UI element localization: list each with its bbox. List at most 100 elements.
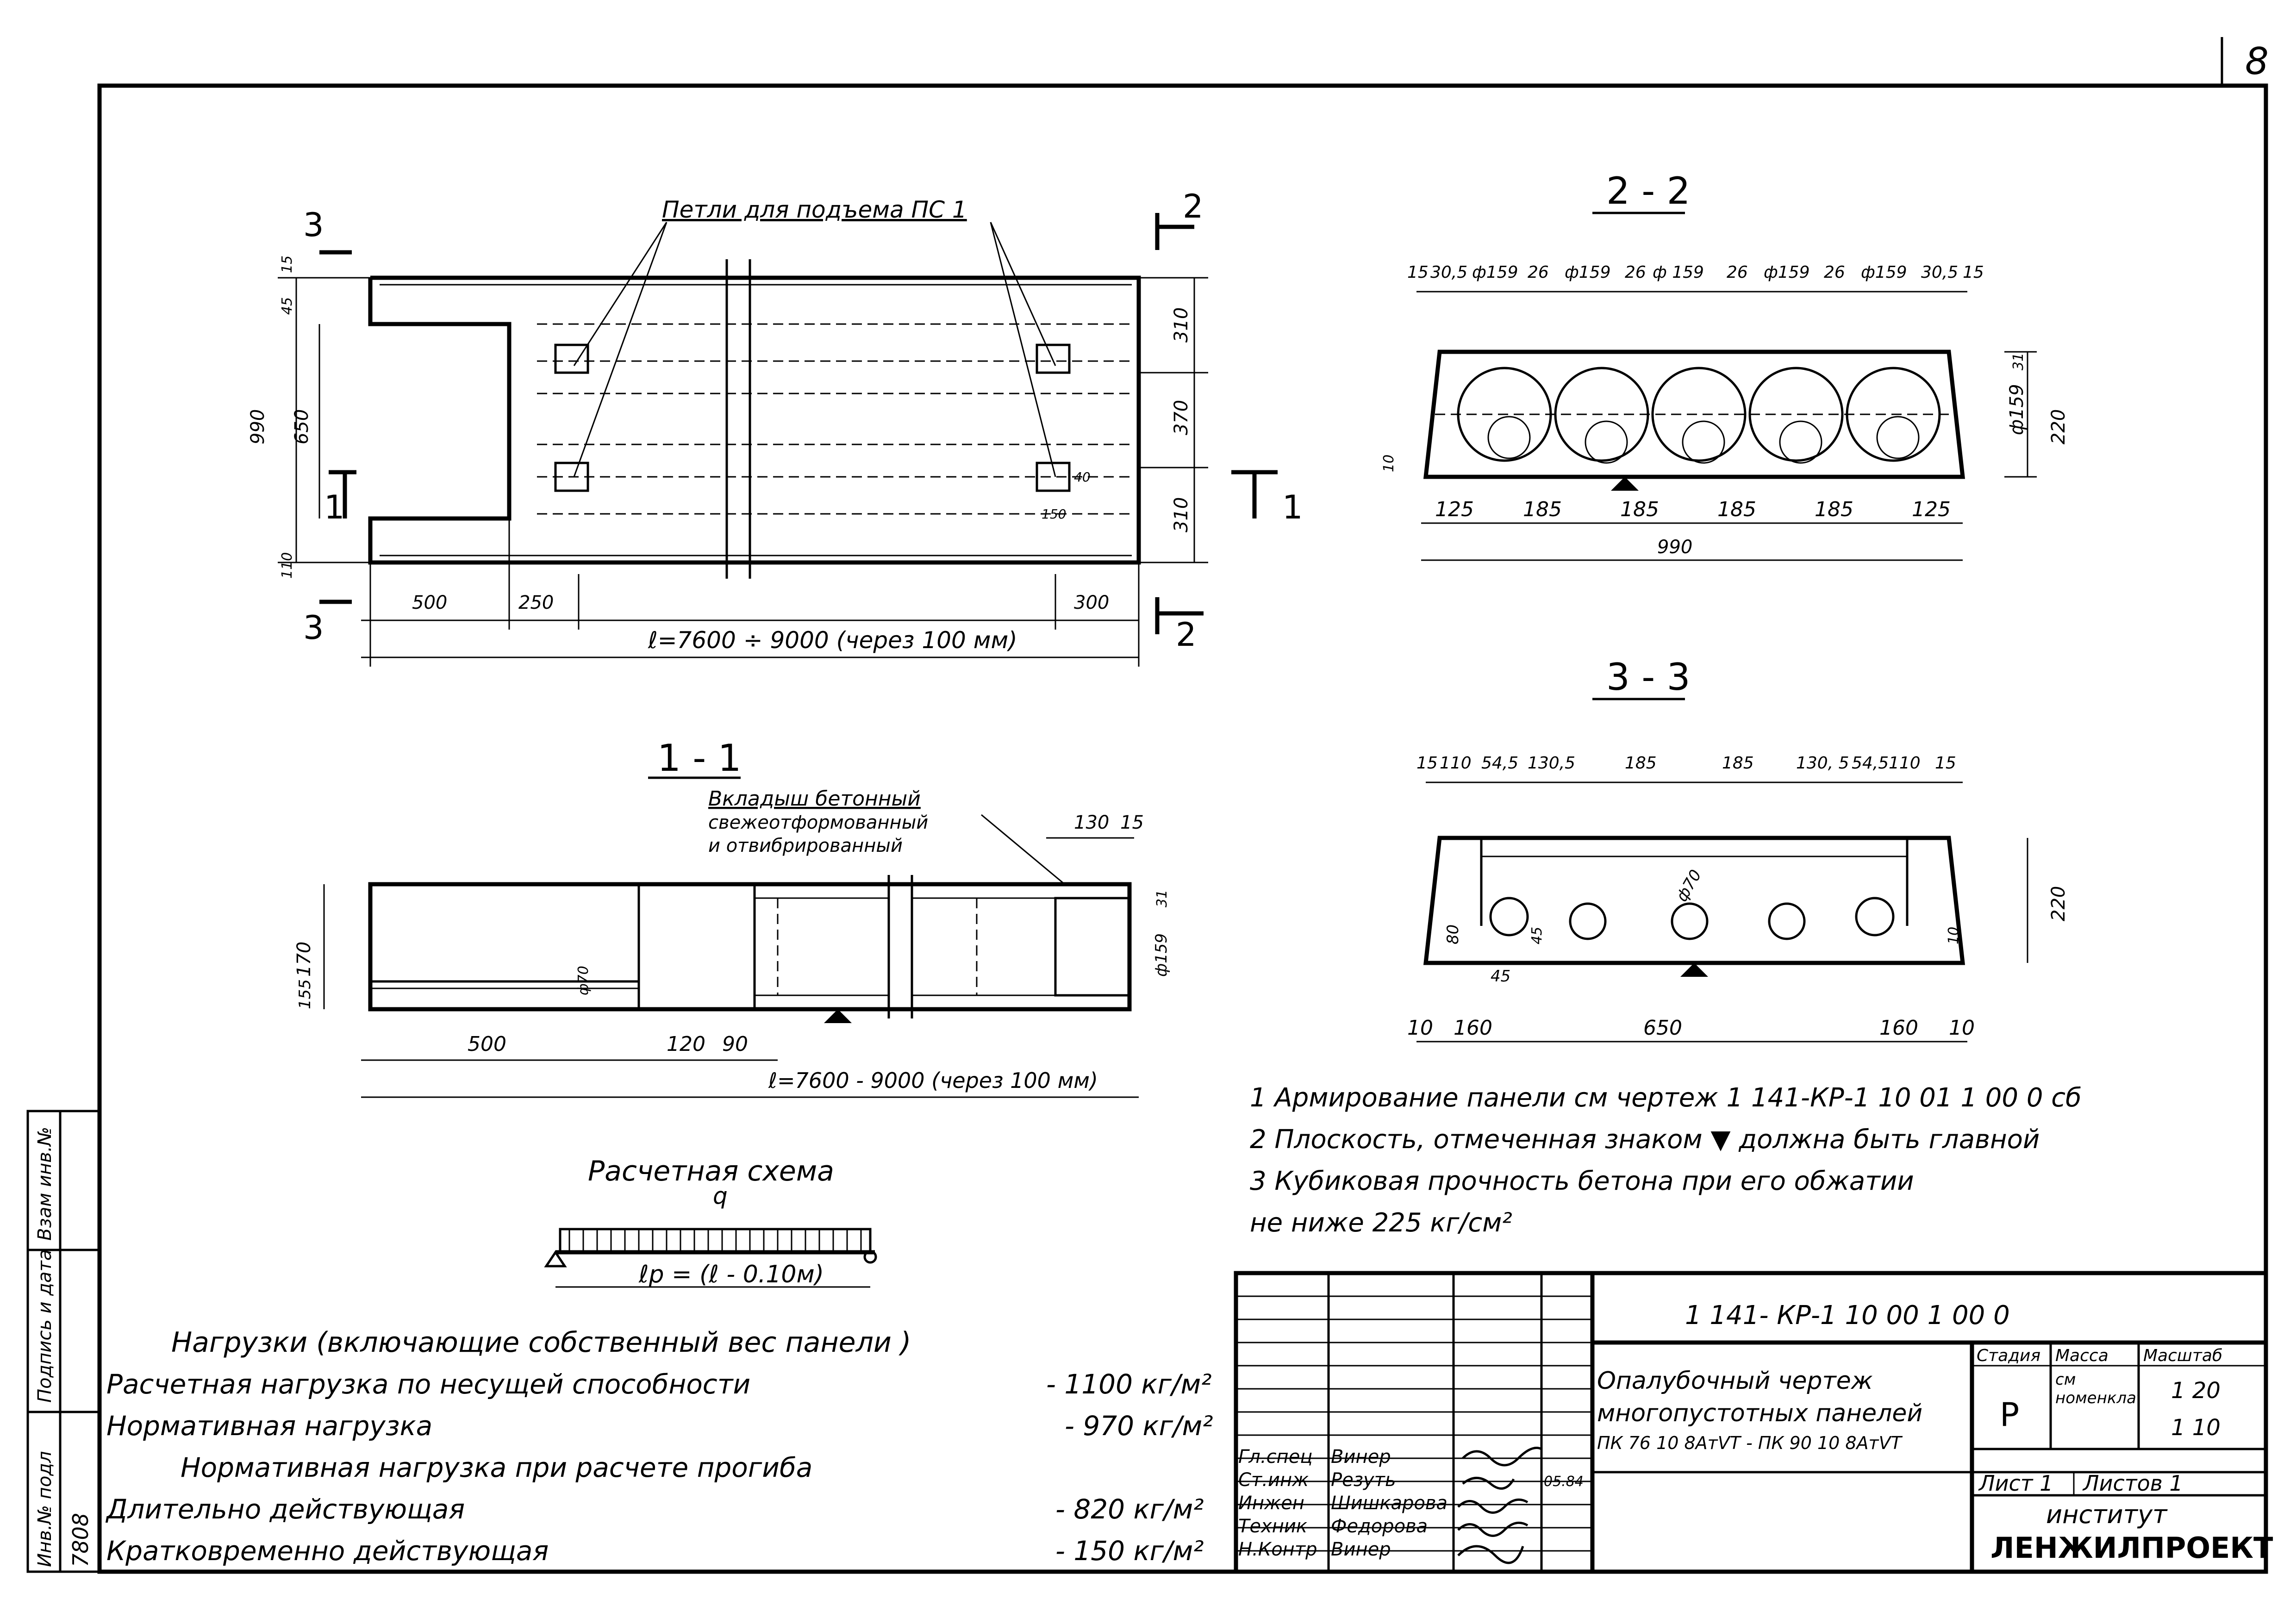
section22-dims-bottom: 125 185 185 185 185 125 xyxy=(1435,498,1951,521)
stamp-inv-orig: Инв.№ подл xyxy=(34,1451,56,1567)
plan-view: Петли для подъема ПС 1 990 650 15 45 1 xyxy=(247,187,1303,667)
section33-holes xyxy=(1489,897,1895,940)
load-row-label: Расчетная нагрузка по несущей способност… xyxy=(106,1368,750,1400)
section22-height: 220 xyxy=(2048,409,2069,444)
title-name-3: ПК 76 10 8АтVТ - ПК 90 10 8АтVТ xyxy=(1597,1433,1903,1453)
section22-voids xyxy=(1435,367,1953,464)
title-mass-head: Масса xyxy=(2055,1346,2109,1365)
staff-role: Ст.инж xyxy=(1238,1469,1309,1491)
title-mass: см номенклатуру xyxy=(2055,1370,2139,1407)
plan-dim-15: 15 xyxy=(279,256,295,273)
section22-d31: 31 xyxy=(2010,353,2027,370)
plan-panel-outline xyxy=(368,275,1141,565)
load-row-label: Кратковременно действующая xyxy=(106,1535,549,1567)
plan-loops-label: Петли для подъема ПС 1 xyxy=(662,196,967,223)
section11-length-label: ℓ=7600 - 9000 (через 100 мм) xyxy=(768,1068,1098,1093)
signature xyxy=(1462,1477,1515,1490)
staff-name: Резуть xyxy=(1331,1469,1396,1491)
signature xyxy=(1457,1521,1529,1537)
distributed-load xyxy=(559,1228,872,1254)
title-code: 1 141- КР-1 10 00 1 00 0 xyxy=(1685,1300,2010,1330)
plan-dim-250: 250 xyxy=(518,592,554,613)
note-3: 3 Кубиковая прочность бетона при его обж… xyxy=(1250,1166,1914,1196)
calc-scheme-span: ℓр = (ℓ - 0.10м) xyxy=(638,1261,824,1288)
plan-dim-310a: 310 xyxy=(1171,307,1192,343)
section33-d80: 80 xyxy=(1444,924,1462,944)
loads-table: Нагрузки (включающие собственный вес пан… xyxy=(105,1326,1213,1567)
section11-insert-2: свежеотформованный xyxy=(708,812,928,833)
main-plane-mark xyxy=(1680,963,1708,977)
title-sheets: Листов 1 xyxy=(2082,1471,2183,1496)
section33-dims-bottom: 10 160 650 160 10 xyxy=(1407,1016,1975,1040)
plan-dim-150: 150 xyxy=(1042,506,1066,522)
section22-outline xyxy=(1423,350,1965,479)
side-stamp: Взам инв.№ Подпись и дата Инв.№ подл 780… xyxy=(26,1110,101,1573)
notes: 1 Армирование панели см чертеж 1 141-КР-… xyxy=(1250,1083,2082,1238)
signature xyxy=(1457,1498,1529,1514)
sheet-corner-number: 8 xyxy=(2245,40,2269,83)
plan-dim-300: 300 xyxy=(1074,592,1109,613)
section22-title: 2 - 2 xyxy=(1606,169,1691,212)
section33-dia70: ф70 xyxy=(1672,867,1705,905)
main-plane-mark xyxy=(1611,477,1639,491)
plan-mark-1-left: 1 xyxy=(324,488,345,526)
section-1-1: 1 - 1 Вкладыш бетонный свежеотформованны… xyxy=(293,737,1171,1098)
end-plug xyxy=(1054,897,1131,997)
section33-height: 220 xyxy=(2048,886,2069,921)
section11-insert-1: Вкладыш бетонный xyxy=(708,787,921,811)
section11-title: 1 - 1 xyxy=(657,737,742,780)
title-scale-1: 1 20 xyxy=(2171,1378,2221,1404)
title-sheet: Лист 1 xyxy=(1978,1471,2053,1496)
load-row-value: - 150 кг/м² xyxy=(1055,1535,1204,1567)
section11-outline xyxy=(368,882,1132,1012)
section11-dim-31: 31 xyxy=(1154,890,1170,907)
section22-dims-top: 15 30,5 ф159 26 ф159 26 ф 159 26 ф159 26… xyxy=(1407,263,1984,282)
plan-dim-650: 650 xyxy=(291,409,312,444)
plan-mark-3-bottom: 3 xyxy=(303,609,324,647)
staff-name: Винер xyxy=(1331,1446,1391,1468)
stamp-inv-repl: Взам инв.№ xyxy=(34,1127,56,1241)
lifting-loop xyxy=(554,462,589,492)
section33-d45b: 45 xyxy=(1529,927,1545,944)
title-stage-head: Стадия xyxy=(1977,1346,2040,1365)
title-stage: Р xyxy=(2000,1396,2019,1434)
plan-mark-2-top: 2 xyxy=(1183,187,1204,225)
note-4: не ниже 225 кг/см² xyxy=(1250,1208,1512,1238)
signature xyxy=(1457,1545,1524,1564)
section11-dim-170: 170 xyxy=(293,942,315,977)
section11-dia70: ф70 xyxy=(575,966,592,995)
title-scale-2: 1 10 xyxy=(2171,1415,2221,1441)
load-row-value: - 970 кг/м² xyxy=(1065,1410,1213,1442)
section33-title: 3 - 3 xyxy=(1606,656,1691,699)
staff-role: Н.Контр xyxy=(1238,1539,1317,1560)
load-row-value: - 820 кг/м² xyxy=(1055,1493,1204,1525)
plan-length-label: ℓ=7600 ÷ 9000 (через 100 мм) xyxy=(648,627,1017,654)
loads-heading: Нагрузки (включающие собственный вес пан… xyxy=(171,1326,911,1359)
section33-dims-top: 15 110 54,5 130,5 185 185 130, 5 54,5 11… xyxy=(1416,754,1956,773)
title-scale-head: Масштаб xyxy=(2143,1346,2222,1365)
section33-d45: 45 xyxy=(1491,967,1510,986)
title-block: 1 141- КР-1 10 00 1 00 0 Опалубочный чер… xyxy=(1234,1271,2273,1574)
load-row-label: Нормативная нагрузка при расчете прогиба xyxy=(181,1452,812,1483)
load-row-label: Нормативная нагрузка xyxy=(106,1410,432,1442)
plan-dim-40: 40 xyxy=(1074,469,1091,485)
calc-scheme-title: Расчетная схема xyxy=(588,1155,834,1187)
lifting-loop xyxy=(1036,344,1071,374)
section22-dia: ф159 xyxy=(2006,384,2028,435)
section22-total: 990 xyxy=(1657,537,1692,558)
section11-dims-bottom: 500 120 90 xyxy=(468,1032,748,1056)
section11-dim-15: 15 xyxy=(1120,812,1144,833)
section-3-3: 3 - 3 15 110 54,5 130,5 185 185 130, 5 5… xyxy=(1407,656,2069,1043)
section-2-2: 2 - 2 15 30,5 ф159 26 ф159 26 ф 159 26 ф… xyxy=(1381,169,2069,561)
plan-dim-110: 110 xyxy=(279,552,295,579)
side-stamp-frame xyxy=(26,1110,101,1573)
title-org-2: ЛЕНЖИЛПРОЕКТ xyxy=(1990,1531,2273,1565)
lifting-loop xyxy=(1036,462,1071,492)
plan-dim-45: 45 xyxy=(279,297,295,315)
staff-list: Гл.спец Винер Ст.инж Резуть 05.84 Инжен … xyxy=(1238,1446,1584,1560)
calc-scheme-q: q xyxy=(713,1182,728,1209)
stamp-inv-value: 7808 xyxy=(68,1513,93,1567)
plan-dim-310b: 310 xyxy=(1171,497,1192,532)
section11-insert-3: и отвибрированный xyxy=(708,835,903,856)
